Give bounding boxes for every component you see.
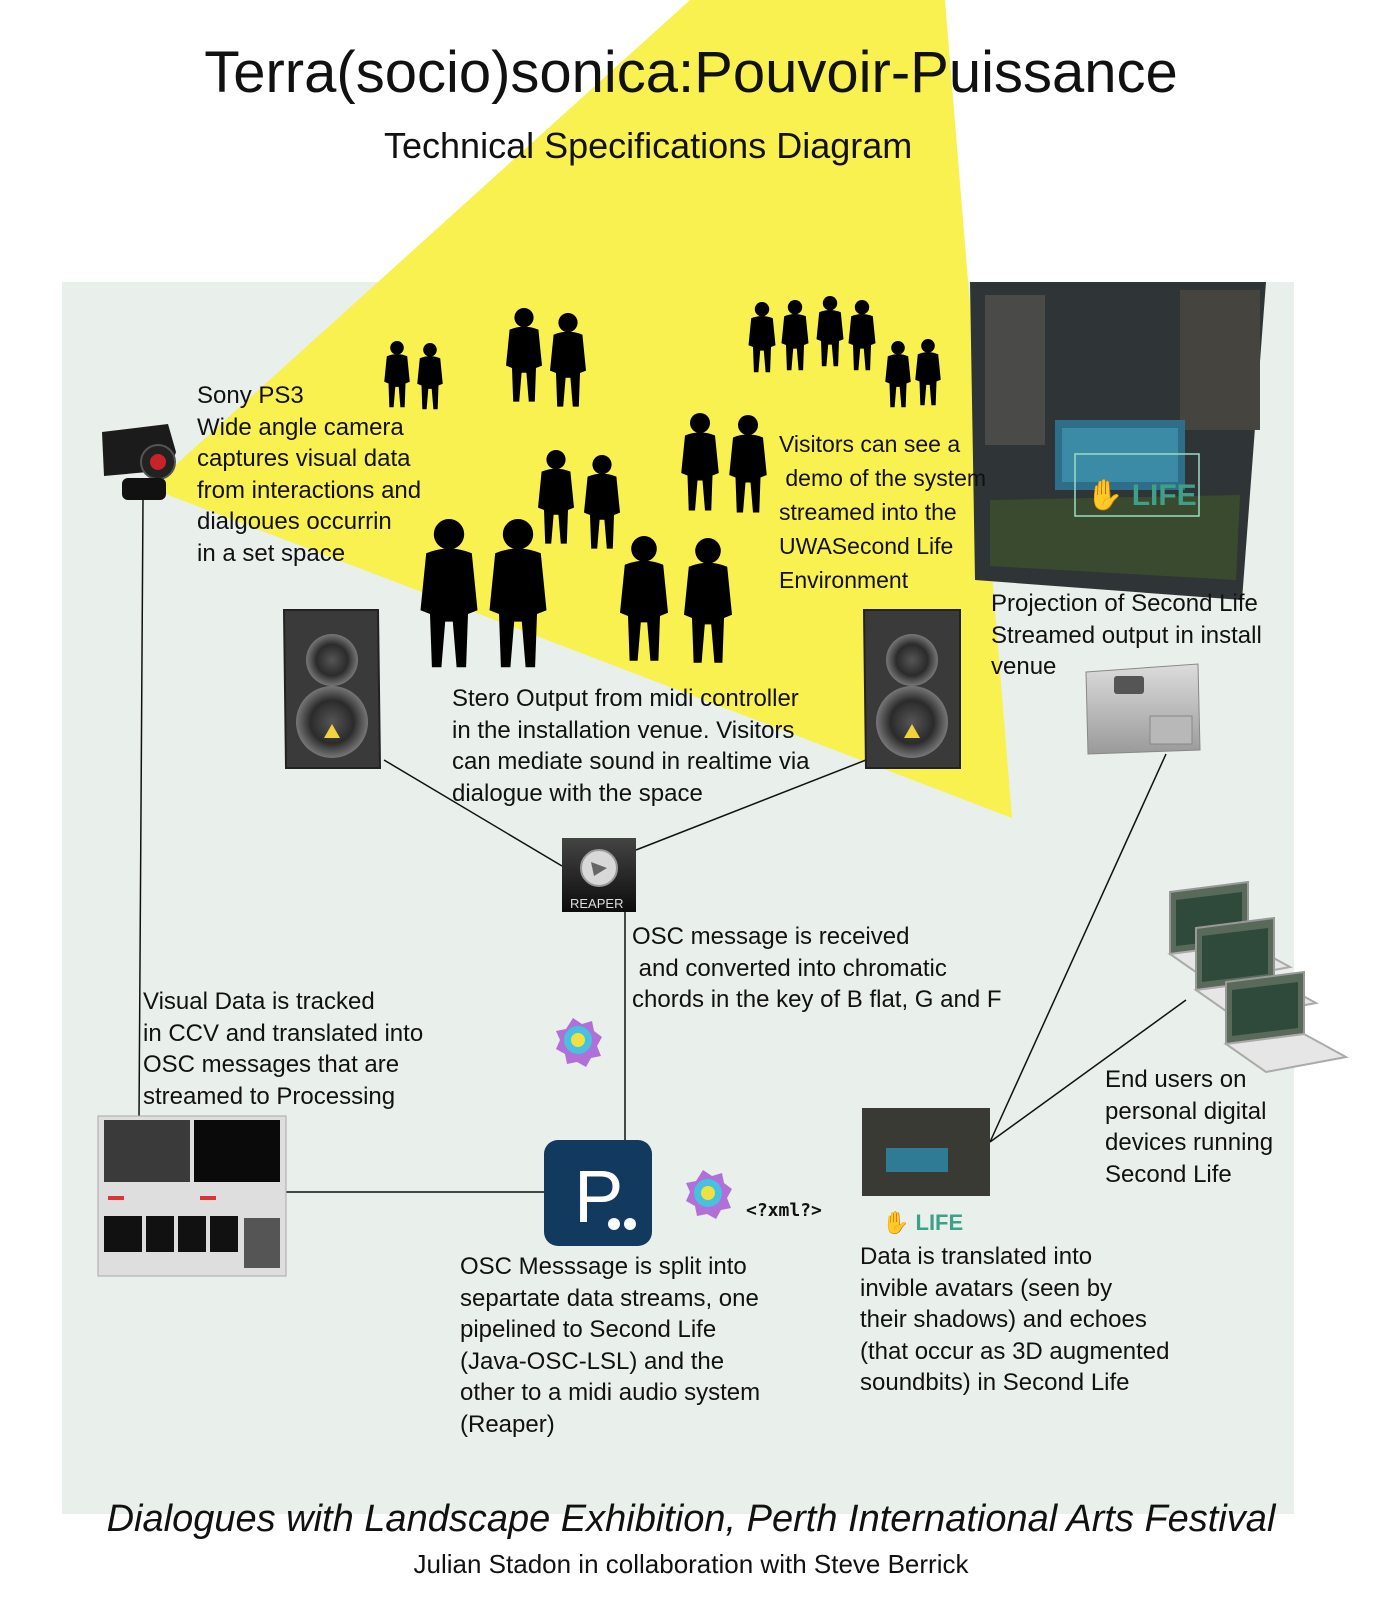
left-speaker-image (282, 609, 382, 769)
credits-caption: Julian Stadon in collaboration with Stev… (413, 1549, 969, 1579)
data-translated-label: Data is translated into invible avatars … (860, 1243, 1170, 1396)
visual-data-label: Visual Data is tracked in CCV and transl… (143, 988, 424, 1110)
connection-lines (138, 499, 1187, 1193)
second-life-projection-image (970, 282, 1266, 600)
diagram-title: Terra(socio)sonica:Pouvoir-Puissance (204, 40, 1178, 105)
ccv-screenshot (97, 1115, 287, 1277)
second-life-logo: ✋ LIFE (1086, 479, 1197, 512)
right-speaker-image (862, 609, 961, 769)
projector-image (1085, 663, 1201, 755)
osc-flower-icon-2 (686, 1170, 732, 1219)
osc-received-label: OSC message is received and converted in… (632, 923, 1002, 1013)
processing-icon: P (544, 1140, 652, 1246)
visitors-label: Visitors can see a demo of the system st… (779, 431, 987, 593)
second-life-screenshot-small (862, 1108, 990, 1196)
exhibition-caption: Dialogues with Landscape Exhibition, Per… (106, 1498, 1276, 1540)
reaper-icon (562, 838, 636, 912)
second-life-logo-small: ✋ LIFE (882, 1210, 964, 1235)
projection-label: Projection of Second Life Streamed outpu… (991, 590, 1262, 680)
osc-split-label: OSC Messsage is split into separtate dat… (460, 1253, 761, 1438)
xml-tag: <?xml?> (746, 1200, 822, 1221)
projection-beam (150, 0, 1012, 818)
camera-label: Sony PS3 Wide angle camera captures visu… (197, 382, 422, 567)
stereo-output-label: Stero Output from midi controller in the… (452, 685, 810, 807)
diagram-subtitle: Technical Specifications Diagram (384, 125, 913, 166)
reaper-label: REAPER (570, 896, 624, 911)
osc-flower-icon (556, 1018, 602, 1067)
end-users-label: End users on personal digital devices ru… (1105, 1066, 1274, 1188)
ps3-camera-image (102, 424, 176, 500)
